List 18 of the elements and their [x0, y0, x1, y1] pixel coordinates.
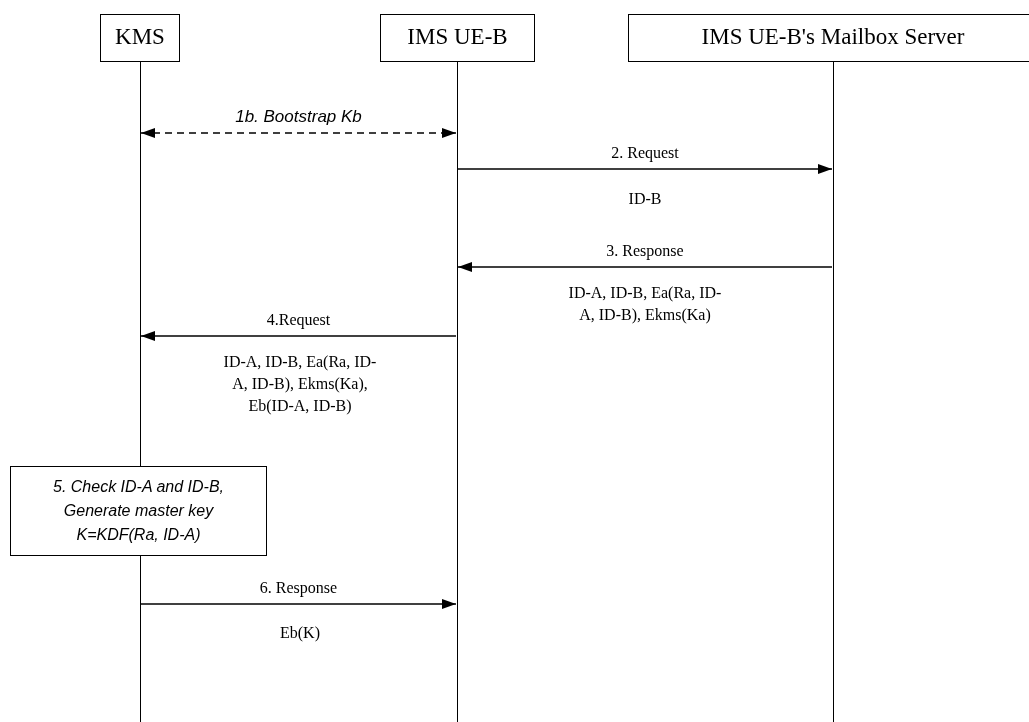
message-label: 1b. Bootstrap Kb	[235, 106, 362, 127]
message-arrow	[140, 331, 457, 341]
message-arrow	[457, 262, 833, 272]
message-parameters: ID-B	[627, 189, 663, 209]
message-arrow	[457, 164, 833, 174]
message-parameters: ID-A, ID-B, Ea(Ra, ID-A, ID-B), Ekms(Ka)	[567, 283, 723, 326]
message-label: 2. Request	[611, 143, 679, 163]
message-parameters: Eb(K)	[279, 623, 321, 644]
process-box: 5. Check ID-A and ID-B, Generate master key K=KDF(Ra, ID-A)	[10, 466, 267, 556]
participant-box: KMS	[100, 14, 180, 62]
message-arrow	[140, 128, 457, 138]
message-label: 3. Response	[606, 241, 684, 261]
participant-box: IMS UE-B's Mailbox Server	[628, 14, 1029, 62]
message-label: 4.Request	[266, 310, 331, 330]
participant-box: IMS UE-B	[380, 14, 535, 62]
message-parameters: ID-A, ID-B, Ea(Ra, ID-A, ID-B), Ekms(Ka), Eb(ID-A, ID-B)	[222, 352, 378, 417]
message-arrow	[140, 599, 457, 609]
message-label: 6. Response	[259, 578, 338, 598]
